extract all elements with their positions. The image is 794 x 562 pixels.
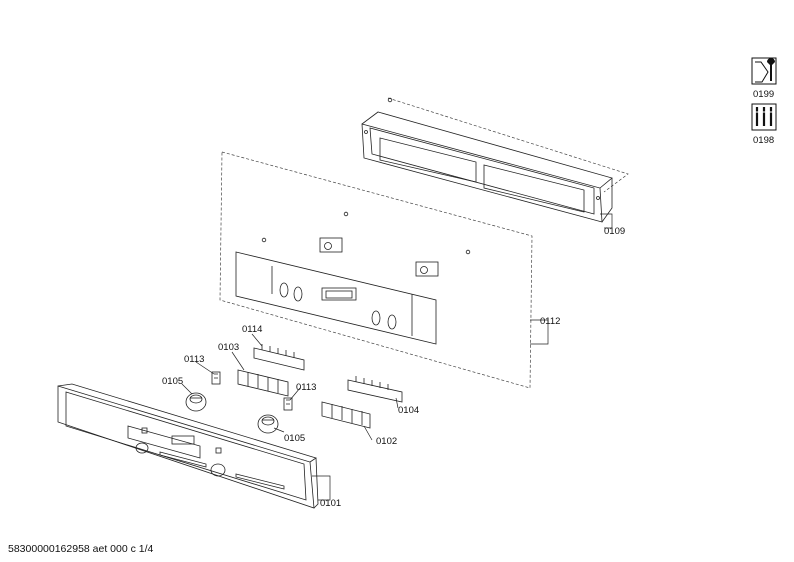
button-block-part-0103 (237, 369, 289, 397)
clip-part-0113-right (283, 397, 293, 411)
panel-outline-part-0112 (219, 151, 533, 389)
button-block-part-0102 (321, 401, 371, 429)
contact-strip-part-0114 (253, 344, 305, 371)
clip-part-0113-left (211, 371, 221, 385)
knob-part-0105-right (257, 414, 279, 434)
contact-strip-part-0104 (347, 376, 403, 403)
label-0199: 0199 (753, 89, 774, 100)
front-panel-part-0101 (57, 383, 319, 509)
label-0198: 0198 (753, 135, 774, 146)
screwdriver-icon (751, 103, 777, 131)
label-0109: 0109 (604, 226, 625, 237)
label-0101: 0101 (320, 498, 341, 509)
wrench-icon (751, 57, 777, 85)
label-0113-left: 0113 (184, 354, 204, 365)
tool-icon-0198: 0198 (751, 103, 777, 146)
label-0113-right: 0113 (296, 382, 316, 393)
tool-icon-0199: 0199 (751, 57, 777, 100)
label-0102: 0102 (376, 436, 397, 447)
part-number-labels: 0109 0112 0114 0103 0113 0105 0113 0104 … (162, 226, 625, 509)
knob-part-0105-left (185, 392, 207, 412)
label-0105-right: 0105 (284, 433, 305, 444)
label-0103: 0103 (218, 342, 239, 353)
label-0104: 0104 (398, 405, 419, 416)
drawing-reference-footer: 58300000162958 aet 000 c 1/4 (8, 543, 154, 555)
leader-lines (181, 213, 613, 501)
label-0114: 0114 (242, 324, 262, 335)
frame-part-0109 (361, 97, 629, 223)
label-0112: 0112 (540, 316, 560, 327)
label-0105-left: 0105 (162, 376, 183, 387)
